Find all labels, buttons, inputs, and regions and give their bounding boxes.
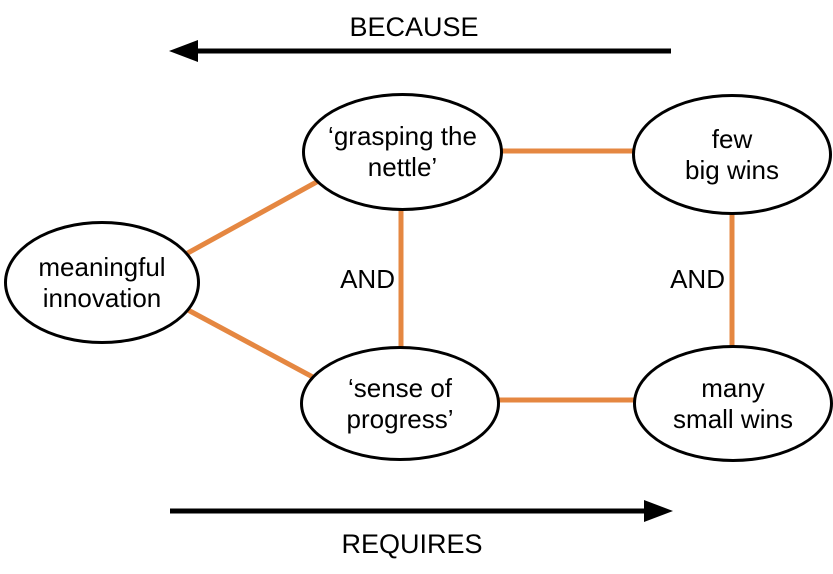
node-many-small-wins: many small wins <box>633 345 833 462</box>
node-label-line: ‘grasping the <box>328 121 477 151</box>
node-label-line: big wins <box>685 154 779 185</box>
node-label-line: innovation <box>42 282 162 313</box>
requires-label: REQUIRES <box>341 529 483 559</box>
and-operator-left: AND <box>340 264 395 294</box>
node-grasping-the-nettle: ‘grasping the nettle’ <box>302 93 503 211</box>
node-label-line: nettle’ <box>367 152 438 182</box>
connector-meaningful-grasping <box>184 176 324 257</box>
because-label: BECAUSE <box>349 12 479 42</box>
requires-arrowhead-icon <box>644 500 673 522</box>
node-sense-of-progress: ‘sense of progress’ <box>300 346 500 461</box>
node-few-big-wins: few big wins <box>632 94 832 215</box>
node-label-line: many <box>701 372 765 403</box>
node-label-line: ‘sense of <box>347 372 453 403</box>
and-operator-right: AND <box>670 264 725 294</box>
node-label-line: few <box>711 123 753 154</box>
node-meaningful-innovation: meaningful innovation <box>4 221 200 344</box>
node-label-line: small wins <box>673 403 793 434</box>
node-label-line: progress’ <box>346 403 454 434</box>
connector-meaningful-sense <box>186 307 324 385</box>
because-arrowhead-icon <box>169 40 198 62</box>
node-label-line: meaningful <box>38 251 166 282</box>
